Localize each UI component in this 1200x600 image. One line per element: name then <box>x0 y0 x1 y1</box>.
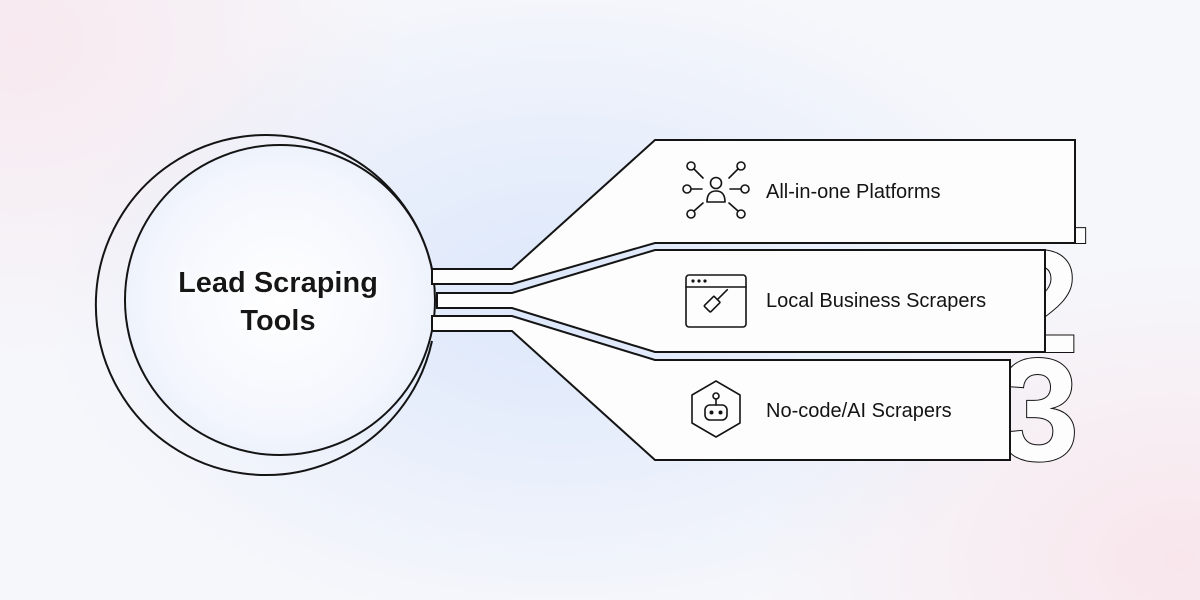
network-user-icon <box>682 161 750 219</box>
panel-2 <box>436 249 1046 353</box>
hub-title: Lead Scraping Tools <box>178 267 378 337</box>
item-label-2: Local Business Scrapers <box>766 290 986 312</box>
hub-inner-disc <box>124 144 436 456</box>
center-hub <box>94 134 436 476</box>
panel-3 <box>431 315 1011 461</box>
item-panels <box>431 139 1076 461</box>
item-label-3: No-code/AI Scrapers <box>766 400 952 422</box>
hub-outer-ring <box>94 134 433 476</box>
item-label-1: All-in-one Platforms <box>766 181 941 203</box>
item-labels: All-in-one Platforms Local Business Scra… <box>766 181 986 422</box>
title-line-2: Tools <box>240 305 315 337</box>
title-line-1: Lead Scraping <box>178 267 378 299</box>
item-number-3: 3 <box>998 328 1079 491</box>
panel-1 <box>431 139 1076 285</box>
robot-hexagon-icon <box>691 380 741 438</box>
browser-window-icon <box>685 274 747 328</box>
